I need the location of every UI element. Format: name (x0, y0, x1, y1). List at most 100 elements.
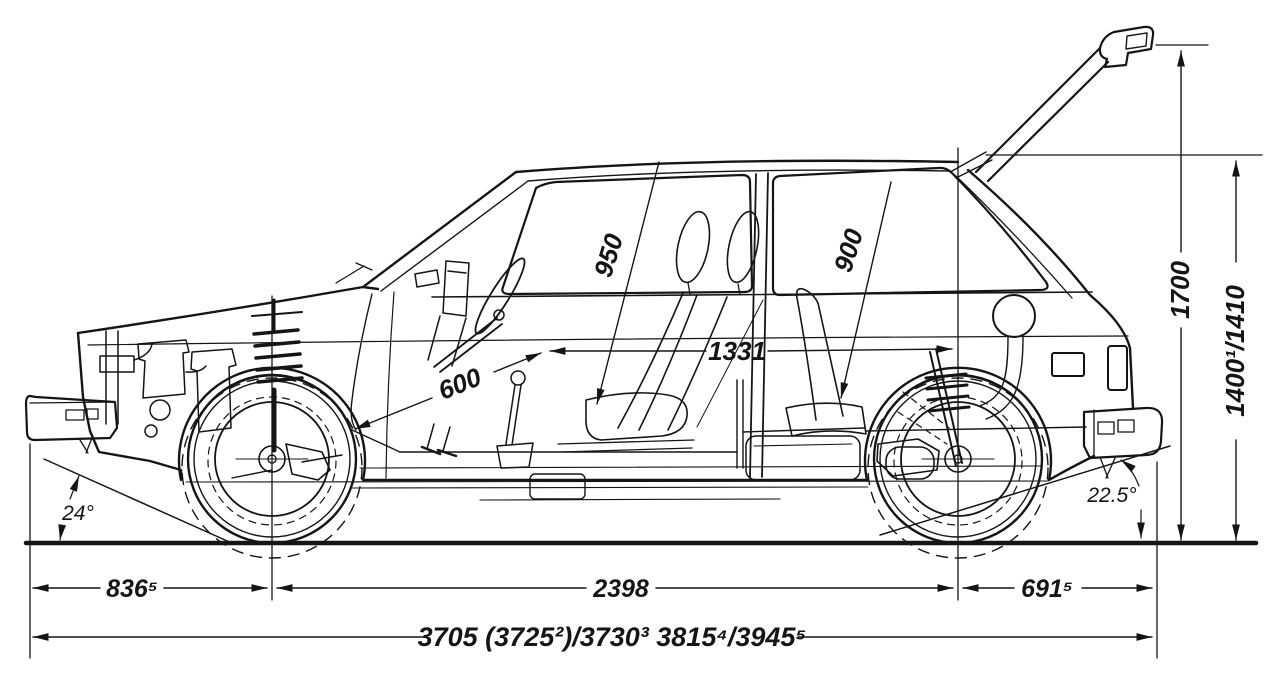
pedal-2 (442, 426, 451, 452)
control-arm (231, 469, 273, 479)
alternator (149, 399, 171, 421)
fuel-filler-cap (992, 294, 1036, 338)
front-seat-cushion (585, 392, 688, 441)
exhaust-line (479, 498, 781, 501)
b-pillar-front-edge (749, 173, 757, 478)
rear-bumper-bracket-2 (1105, 455, 1117, 479)
tailgate-end-inner (1125, 32, 1148, 50)
front-bumper-detail-1 (65, 409, 85, 421)
dim-wheelbase: 2398 (276, 575, 954, 603)
dim-front-overhang: 836⁵ (32, 575, 268, 603)
tailgate-outer-edge (974, 46, 1102, 174)
engine-block-1 (137, 339, 190, 399)
strut-top-mount (251, 311, 303, 317)
fuel-tank (745, 435, 861, 481)
rear-pillar-outline (966, 168, 1135, 410)
windows (501, 166, 1073, 478)
rear-bumper-bracket-1 (1099, 456, 1109, 479)
dim-rear-headroom-label: 900 (828, 225, 870, 276)
taillight (1107, 345, 1128, 391)
pedal-1 (426, 423, 435, 450)
dim-overall-height: 1400¹/1410 (1220, 160, 1250, 541)
dim-overall-length-label: 3705 (3725²)/3730³ 3815⁴/3945⁵ (418, 622, 807, 652)
steering-knuckle (285, 443, 331, 481)
dim-interior-length-line-right (767, 345, 953, 354)
hinge-mark-2 (955, 159, 993, 179)
tow-hook-2 (85, 437, 93, 454)
gear-boot (496, 442, 534, 469)
seat-rail-1 (557, 439, 695, 445)
dim-front-overhang-label: 836⁵ (106, 575, 158, 603)
car-body-outline (76, 159, 1135, 482)
wiper-blade (355, 262, 373, 271)
front-seatback-alt-position (667, 296, 728, 431)
dim-front-headroom-line (596, 161, 660, 405)
dim-interior-length: 1331 (549, 336, 953, 366)
dashboard-controls (335, 257, 534, 469)
a-pillar-outer (361, 170, 518, 289)
pod-inner-line (447, 270, 467, 274)
front-bumper (24, 394, 119, 442)
dim-overall-height-label: 1400¹/1410 (1220, 285, 1250, 417)
steering-column-2 (439, 323, 503, 373)
approach-angle-group: 24° (43, 458, 235, 545)
dash-knee-line-1 (427, 315, 441, 361)
pedal-pad-1 (420, 445, 442, 456)
departure-angle-group: 22.5° (879, 445, 1171, 539)
pulley (144, 424, 158, 438)
hose-1 (133, 343, 153, 361)
rear-bumper-detail-2 (1117, 419, 1135, 433)
b-pillar-rear-edge (761, 172, 769, 478)
halfshaft-dashed-1 (902, 391, 950, 429)
license-lamp (1051, 352, 1085, 377)
rear-quarter-window (771, 166, 1049, 297)
tailgate-end-cap (1098, 25, 1155, 69)
dim-front-headroom-label: 950 (588, 230, 630, 281)
filler-pipe-2 (985, 336, 1024, 420)
engine-bay (99, 330, 237, 438)
front-headrest (675, 210, 711, 284)
front-seatback-inner (638, 294, 698, 431)
toe-board (351, 429, 401, 453)
hose-2 (185, 365, 207, 373)
dim-seat-to-pedal-label: 600 (434, 361, 486, 405)
front-bumper-group (24, 394, 119, 454)
pedal-pad-2 (436, 448, 458, 458)
tailgate-inner-edge (986, 60, 1110, 183)
gear-knob (510, 370, 526, 386)
front-door-window (501, 173, 754, 296)
c-pillar-inner-line (955, 175, 1073, 299)
seat-rail-2 (561, 447, 693, 453)
dim-overall-length: 3705 (3725²)/3730³ 3815⁴/3945⁵ (32, 622, 1153, 652)
dim-height-open-label: 1700 (1165, 261, 1195, 319)
dim-seat-to-pedal-line-lower (354, 397, 433, 430)
rear-bumper (1082, 406, 1164, 460)
approach-angle-line (43, 458, 235, 545)
firewall-line (350, 293, 373, 431)
muffler (885, 446, 935, 480)
gear-stick-2 (511, 384, 522, 446)
body-lower-outline (76, 331, 1096, 482)
dim-rear-overhang: 691⁵ (962, 575, 1153, 603)
front-suspension (231, 298, 343, 481)
front-door-shutline (385, 291, 395, 479)
coil-spring-front (252, 328, 304, 384)
extension-lines (29, 44, 1263, 659)
headrest-post-1 (687, 282, 691, 295)
fuel-tank-line (753, 443, 853, 447)
dim-rear-headroom-line (840, 181, 892, 399)
sun-visor (414, 269, 440, 288)
headrest-post-2 (737, 283, 741, 296)
approach-angle-leader-top (69, 475, 80, 500)
dim-seat-to-pedal: 600 (354, 352, 542, 430)
radiator-cap (99, 355, 135, 373)
tie-rod (301, 454, 343, 463)
floor-line-1 (359, 465, 1043, 469)
dim-seat-to-pedal-line-upper (493, 352, 542, 373)
hood-line (76, 285, 380, 335)
steering-column-1 (433, 317, 498, 368)
rear-suspension (876, 348, 971, 480)
front-bumper-detail-2 (86, 408, 99, 420)
